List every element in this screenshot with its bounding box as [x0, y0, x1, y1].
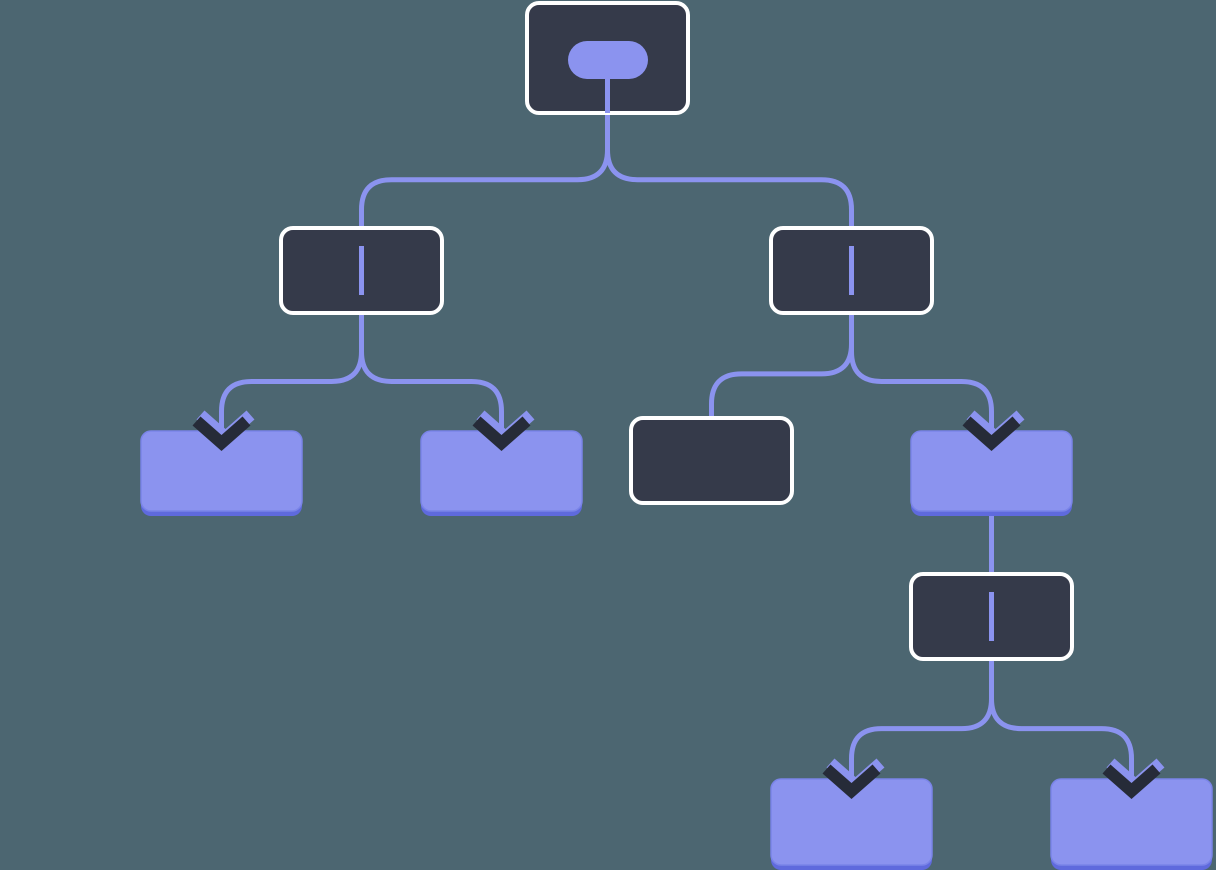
node-n7-dark[interactable] [911, 574, 1072, 659]
node-pill-badge [568, 41, 648, 79]
edge-n0-to-n2 [608, 113, 852, 228]
node-n2-dark[interactable] [771, 228, 932, 313]
nodes-layer [141, 3, 1212, 870]
node-n5-dark[interactable] [631, 418, 792, 503]
edge-n0-to-n1 [362, 113, 608, 228]
edge-n2-to-n5 [712, 313, 852, 418]
node-n1-dark[interactable] [281, 228, 442, 313]
node-n0-dark[interactable] [527, 3, 688, 113]
node-body [631, 418, 792, 503]
